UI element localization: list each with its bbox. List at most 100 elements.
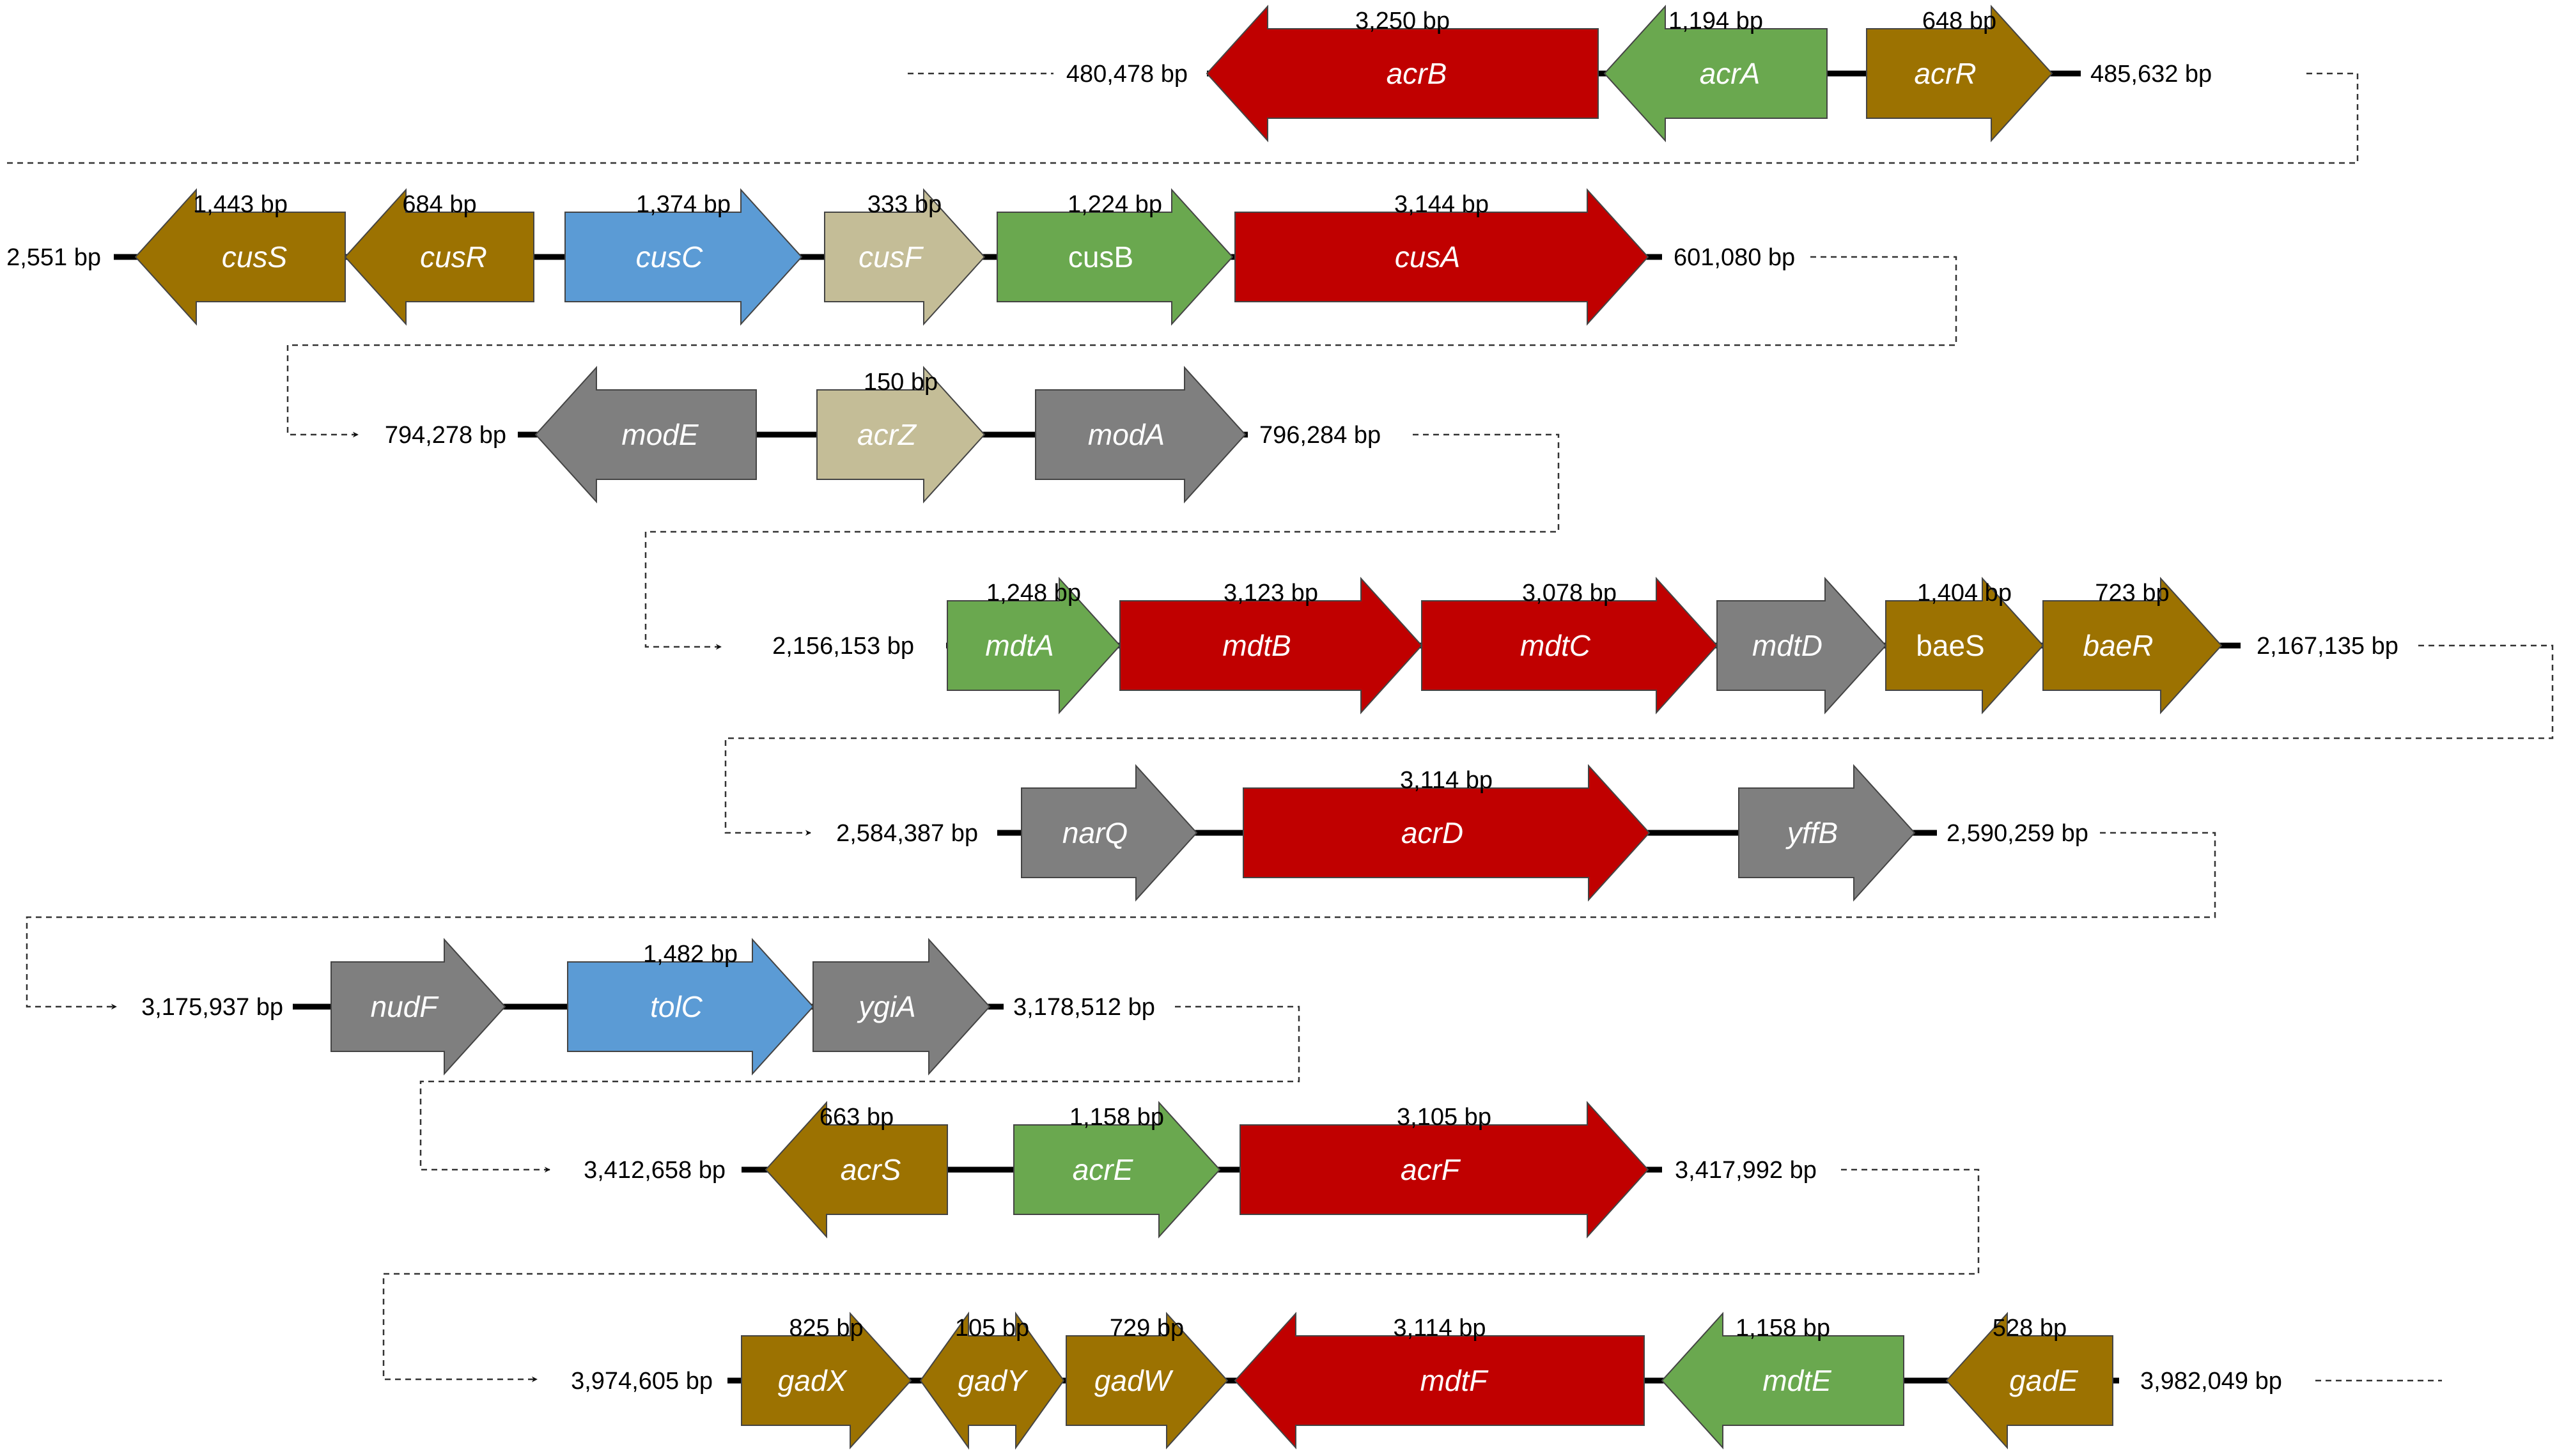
gene-arrow xyxy=(947,577,1121,715)
start-coordinate: 2,156,153 bp xyxy=(772,633,914,660)
gene-size-label: 648 bp xyxy=(1922,8,1996,35)
gene-arrow xyxy=(1945,1312,2113,1450)
gene-arrow xyxy=(997,188,1234,326)
row-connector xyxy=(419,1005,1300,1173)
gene-narQ: narQ xyxy=(1021,764,1198,902)
gene-ygiA: ygiA xyxy=(812,938,991,1076)
row-connectors xyxy=(6,72,2554,1382)
gene-arrow xyxy=(919,1311,1065,1450)
gene-arrow xyxy=(1119,577,1423,715)
end-coordinate: 3,417,992 bp xyxy=(1675,1157,1817,1184)
gene-size-label: 105 bp xyxy=(955,1315,1029,1342)
row-connector xyxy=(724,644,2554,836)
end-coordinate: 3,178,512 bp xyxy=(1013,994,1155,1021)
gene-name-label: cusA xyxy=(1395,240,1460,274)
gene-name-label: acrE xyxy=(1073,1153,1134,1186)
gene-arrow xyxy=(567,938,814,1076)
row-connector xyxy=(382,1168,1980,1382)
gene-size-label: 1,158 bp xyxy=(1736,1315,1830,1342)
end-coordinate: 2,590,259 bp xyxy=(1947,820,2088,847)
gene-mdtE: mdtE 1,158 bp xyxy=(1661,1312,1904,1450)
gene-acrE: acrE 1,158 bp xyxy=(1013,1101,1221,1239)
gene-arrow xyxy=(1716,577,1887,715)
gene-size-label: 150 bp xyxy=(864,369,938,396)
gene-name-label: mdtD xyxy=(1752,629,1823,662)
gene-mdtD: mdtD xyxy=(1716,577,1887,715)
start-coordinate: 3,412,658 bp xyxy=(584,1157,726,1184)
gene-arrow xyxy=(1234,1312,1645,1450)
gene-name-label: acrF xyxy=(1401,1153,1461,1186)
gene-arrow xyxy=(1013,1101,1221,1239)
gene-name-label: modA xyxy=(1088,418,1165,451)
gene-modA: modA xyxy=(1035,366,1247,504)
gene-cusC: cusC 1,374 bp xyxy=(564,188,803,326)
gene-name-label: cusR xyxy=(420,240,487,274)
gene-size-label: 3,078 bp xyxy=(1522,580,1617,607)
gene-arrow xyxy=(1885,577,2044,715)
gene-size-label: 1,482 bp xyxy=(643,941,738,968)
end-coordinate: 485,632 bp xyxy=(2090,61,2212,88)
gene-modE: modE xyxy=(534,366,757,504)
gene-arrow xyxy=(765,1101,948,1239)
gene-arrow xyxy=(1738,764,1916,902)
gene-baeS: baeS 1,404 bp xyxy=(1885,577,2044,715)
gene-arrow xyxy=(816,366,986,504)
row-connector xyxy=(26,832,2216,1010)
gene-name-label: cusC xyxy=(636,240,704,274)
end-coordinate: 2,167,135 bp xyxy=(2257,633,2398,660)
gene-name-label: narQ xyxy=(1062,816,1128,849)
gene-name-label: mdtC xyxy=(1520,629,1591,662)
gene-name-label: acrA xyxy=(1700,57,1760,90)
start-coordinate: 794,278 bp xyxy=(385,422,506,449)
gene-name-label: mdtB xyxy=(1222,629,1291,662)
gene-arrow xyxy=(1234,188,1649,326)
gene-name-label: tolC xyxy=(650,990,703,1023)
gene-name-label: acrD xyxy=(1401,816,1463,849)
gene-name-label: mdtE xyxy=(1762,1364,1832,1397)
start-coordinate: 2,584,387 bp xyxy=(836,820,978,847)
gene-size-label: 3,105 bp xyxy=(1397,1104,1491,1131)
gene-size-label: 825 bp xyxy=(789,1315,863,1342)
gene-name-label: cusF xyxy=(859,240,924,274)
gene-size-label: 1,224 bp xyxy=(1068,191,1162,218)
gene-name-label: gadX xyxy=(778,1364,848,1397)
gene-size-label: 528 bp xyxy=(1993,1315,2067,1342)
gene-arrow xyxy=(534,366,757,504)
gene-cusR: cusR 684 bp xyxy=(344,188,534,326)
gene-size-label: 663 bp xyxy=(820,1104,894,1131)
gene-size-label: 1,374 bp xyxy=(636,191,731,218)
gene-size-label: 1,158 bp xyxy=(1069,1104,1164,1131)
gene-name-label: gadY xyxy=(958,1364,1029,1397)
gene-arrow xyxy=(344,188,534,326)
gene-size-label: 684 bp xyxy=(402,191,476,218)
start-coordinate: 2,551 bp xyxy=(6,244,101,271)
gene-size-label: 3,123 bp xyxy=(1224,580,1318,607)
gene-name-label: baeS xyxy=(1916,629,1984,662)
end-coordinate: 796,284 bp xyxy=(1259,422,1381,449)
row-connector xyxy=(6,72,2359,164)
gene-arrow xyxy=(1035,366,1247,504)
gene-arrow xyxy=(134,188,346,326)
gene-arrow xyxy=(564,188,803,326)
gene-size-label: 1,404 bp xyxy=(1917,580,2012,607)
gene-name-label: acrR xyxy=(1914,57,1976,90)
gene-name-label: ygiA xyxy=(857,990,915,1023)
